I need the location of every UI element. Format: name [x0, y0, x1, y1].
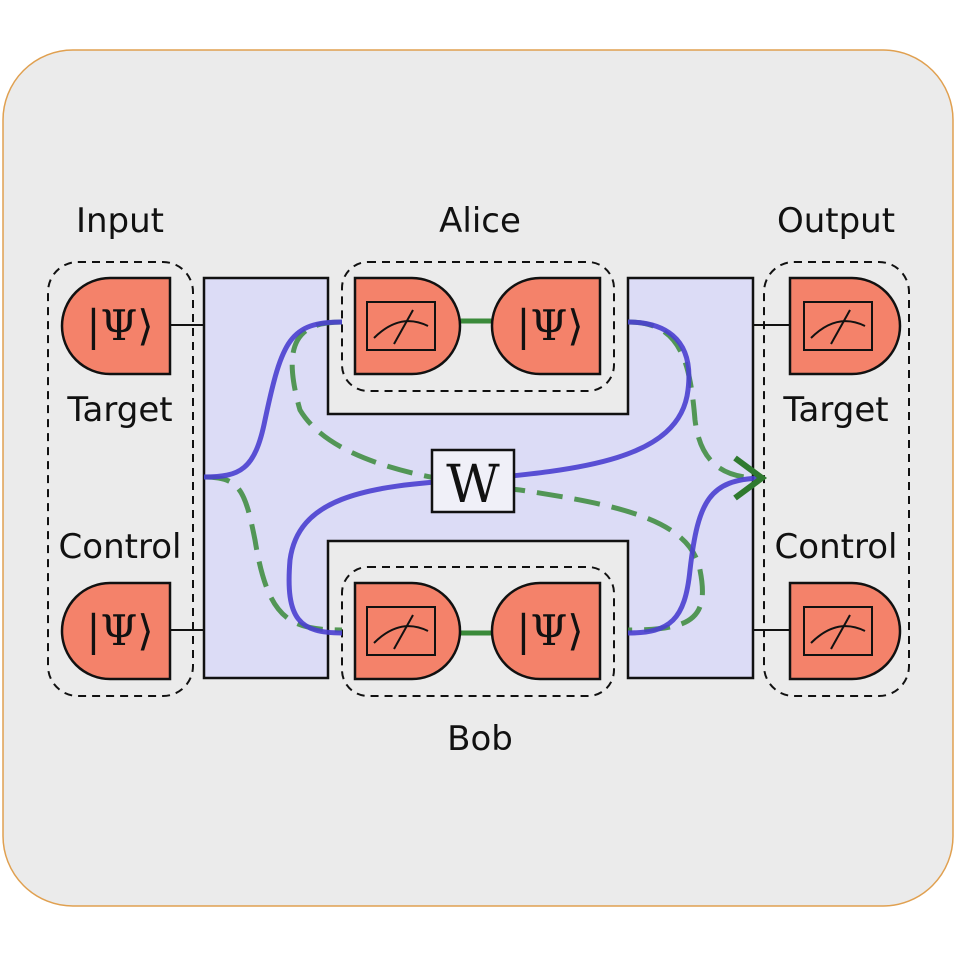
- state-symbol: |Ψ⟩: [516, 301, 583, 350]
- bob-detector: [353, 581, 462, 681]
- input-group-box: [47, 261, 194, 697]
- input-label: Input: [76, 201, 164, 241]
- alice-detector: [353, 276, 462, 376]
- output-label: Output: [777, 201, 895, 241]
- output-control-label: Control: [775, 527, 898, 567]
- bob-label: Bob: [447, 719, 513, 759]
- state-symbol: |Ψ⟩: [516, 606, 583, 655]
- alice-source: |Ψ⟩: [490, 276, 602, 376]
- output-target-detector: [788, 276, 902, 376]
- alice-label: Alice: [439, 201, 521, 241]
- operator-box: [430, 448, 516, 514]
- input-control-label: Control: [59, 527, 182, 567]
- input-target-label: Target: [66, 390, 172, 430]
- input-control-source: |Ψ⟩: [60, 581, 172, 681]
- state-symbol: |Ψ⟩: [86, 301, 153, 350]
- operator-label: W: [446, 455, 500, 515]
- alice-group-box: [341, 261, 615, 392]
- arrow-head: [733, 455, 768, 501]
- output-control-detector: [788, 581, 902, 681]
- bob-source: |Ψ⟩: [490, 581, 602, 681]
- input-target-source: |Ψ⟩: [60, 276, 172, 376]
- state-symbol: |Ψ⟩: [86, 606, 153, 655]
- output-target-label: Target: [782, 390, 888, 430]
